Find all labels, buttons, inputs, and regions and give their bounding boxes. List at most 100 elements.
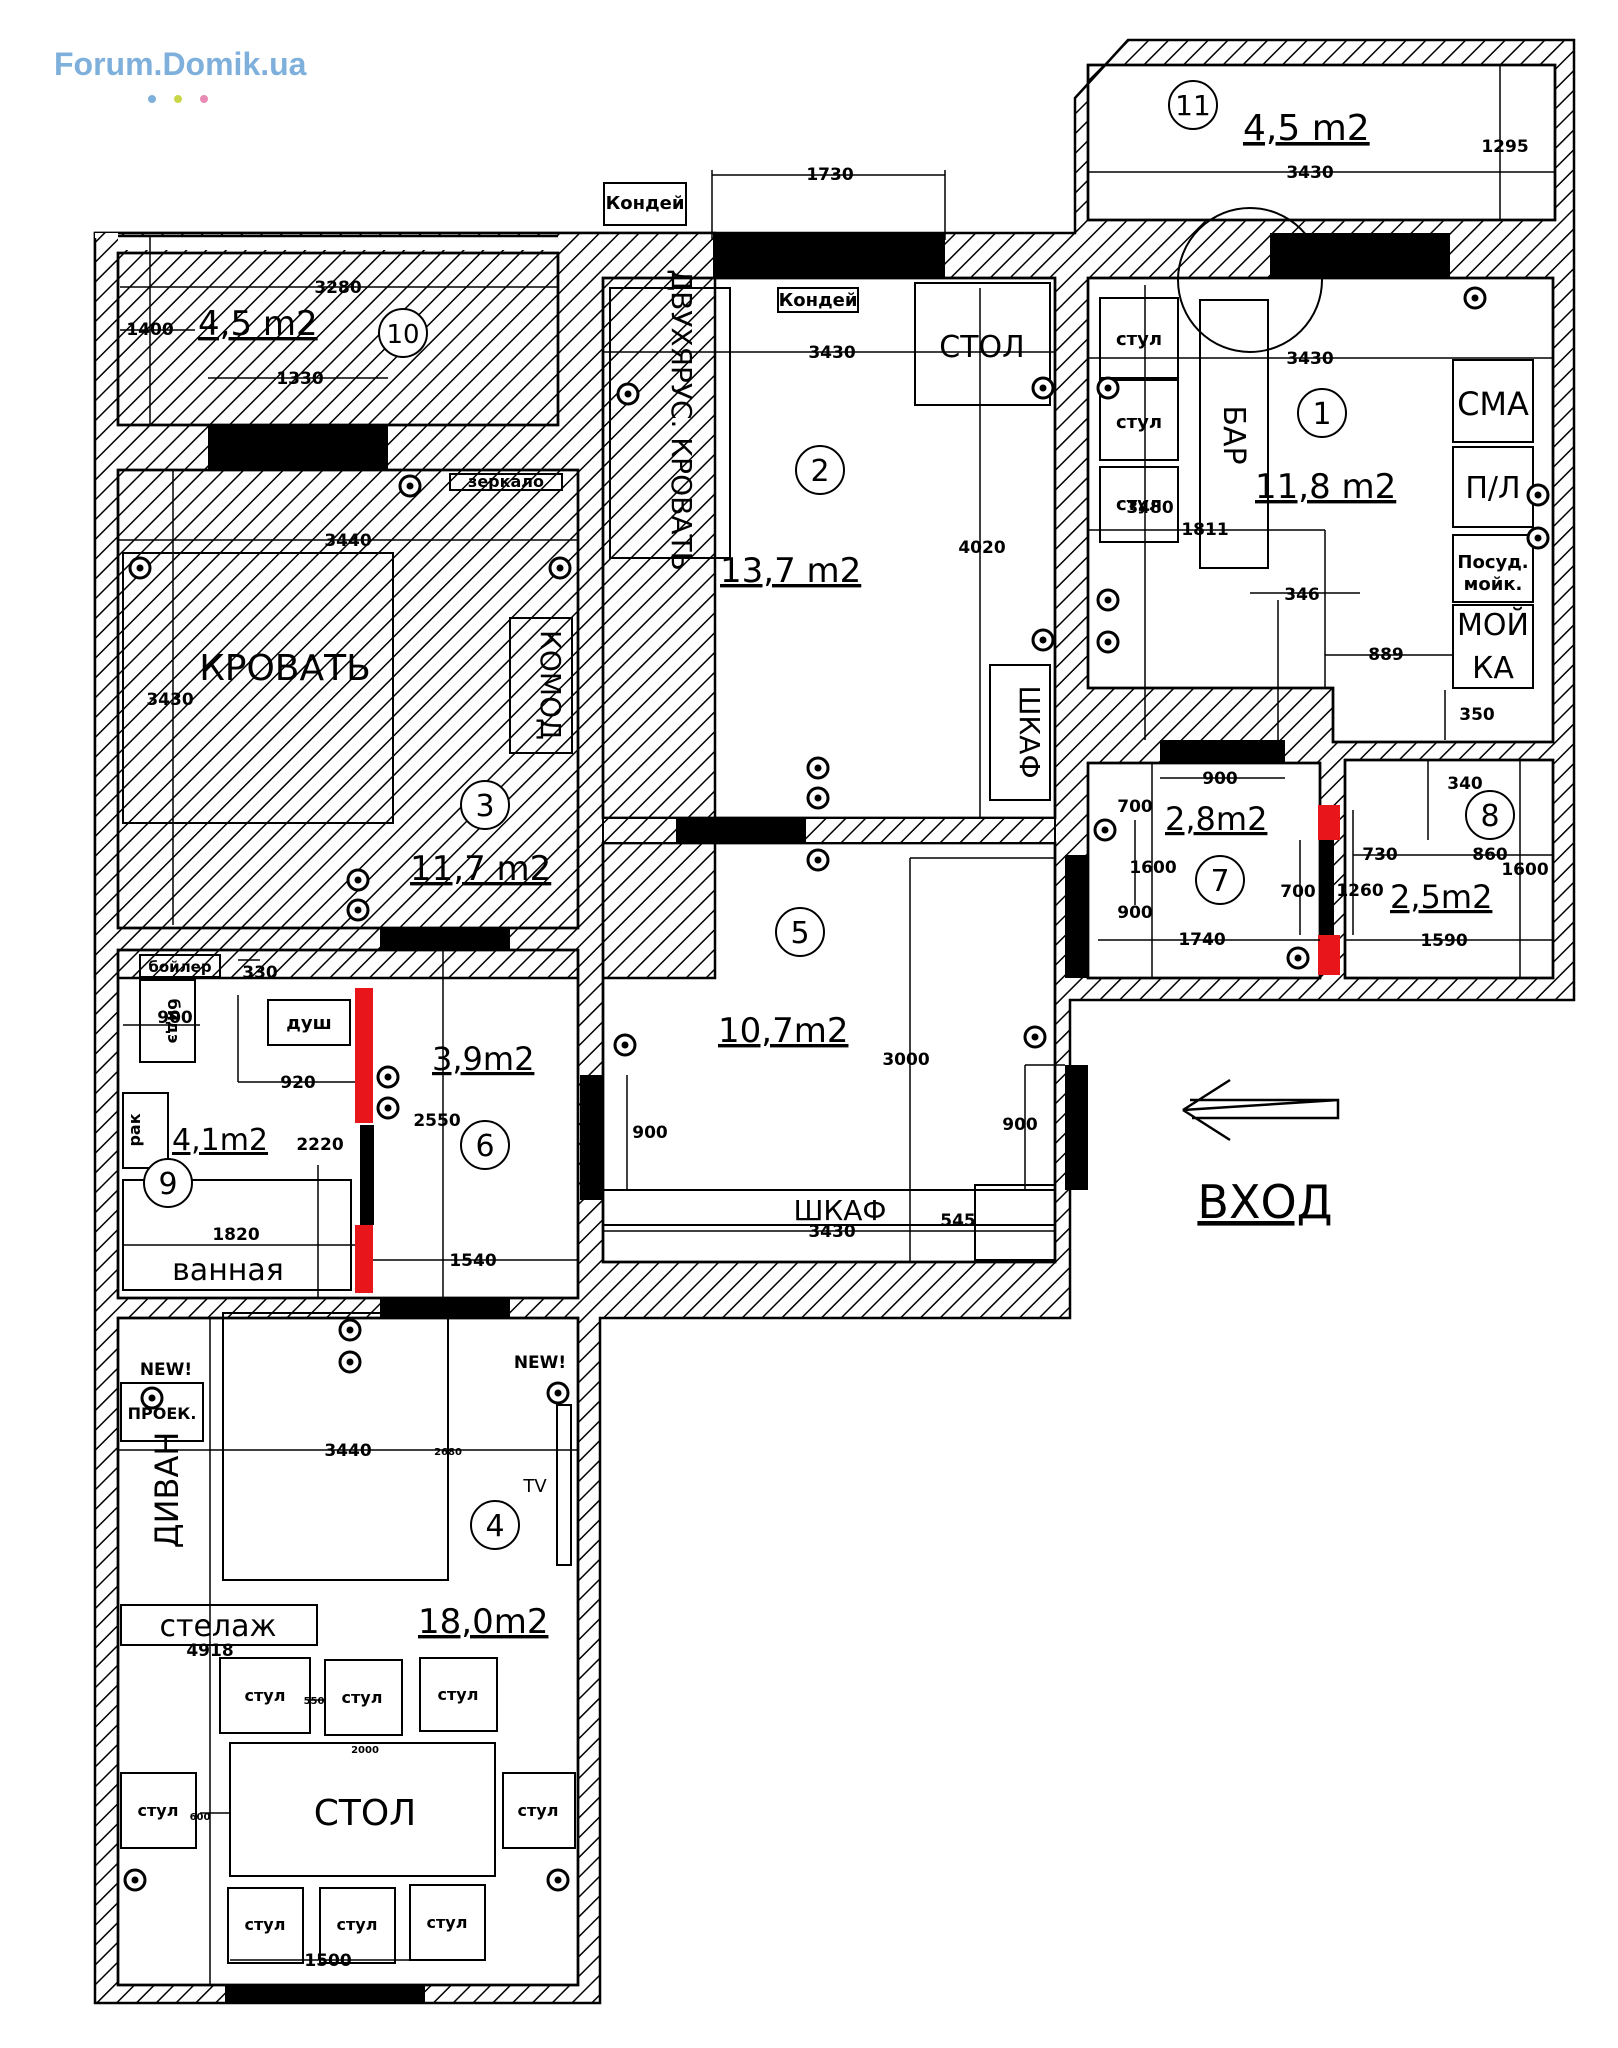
- dim-340: 340: [1447, 774, 1483, 794]
- area-room-7: 2,8m2: [1165, 800, 1267, 838]
- room-number-circles: [143, 80, 1515, 1550]
- area-room-2: 13,7 m2: [720, 551, 861, 591]
- label-stul-6: стул: [438, 1685, 479, 1704]
- dim-550: 550: [304, 1696, 325, 1707]
- dim-860: 860: [1472, 845, 1508, 865]
- dim-900-room5b: 900: [1002, 1115, 1038, 1135]
- dim-3430-room5: 3430: [808, 1222, 855, 1242]
- label-new-1: NEW!: [140, 1360, 192, 1380]
- dim-3430-room3: 3430: [146, 690, 193, 710]
- label-sma: СМА: [1457, 385, 1529, 423]
- label-moika-bottom: КА: [1472, 651, 1514, 686]
- dim-545: 545: [940, 1211, 976, 1231]
- label-new-2: NEW!: [514, 1353, 566, 1373]
- dim-1740: 1740: [1178, 930, 1225, 950]
- label-stul-3: стул: [1116, 494, 1162, 515]
- dim-3430-room1: 3430: [1286, 349, 1333, 369]
- room-number-2: 2: [810, 454, 829, 489]
- dim-3430-room11: 3430: [1286, 163, 1333, 183]
- dim-1811: 1811: [1181, 520, 1228, 540]
- label-vannaya: ванная: [172, 1253, 284, 1288]
- label-krovat: КРОВАТЬ: [199, 648, 371, 689]
- room-number-10: 10: [386, 320, 419, 350]
- dim-1295: 1295: [1481, 137, 1528, 157]
- room-number-5: 5: [790, 916, 809, 951]
- dim-1400: 1400: [126, 320, 173, 340]
- label-dush: душ: [286, 1013, 331, 1034]
- logo-dot-blue: [148, 95, 156, 103]
- label-bunk-bed: ДВУХЯРУС. КРОВАТЬ: [665, 269, 698, 571]
- room-number-7: 7: [1210, 864, 1229, 899]
- dim-2220: 2220: [296, 1135, 343, 1155]
- dim-600: 600: [190, 1812, 211, 1823]
- dim-900-room7: 900: [1202, 769, 1238, 789]
- label-posud: Посуд.: [1457, 552, 1528, 573]
- label-stul-4: стул: [245, 1686, 286, 1705]
- label-moik: мойк.: [1464, 574, 1523, 595]
- dim-1330: 1330: [276, 369, 323, 389]
- dim-2550: 2550: [413, 1111, 460, 1131]
- label-proek: ПРОЕК.: [128, 1404, 197, 1423]
- dim-700-room7: 700: [1117, 797, 1153, 817]
- dim-900-room9: 900: [157, 1008, 193, 1028]
- label-stul-7: стул: [138, 1801, 179, 1820]
- dim-1600-room8: 1600: [1501, 860, 1548, 880]
- label-komod: КОМОД: [534, 630, 567, 740]
- area-room-10: 4,5 m2: [198, 304, 318, 344]
- labels: 11 10 2 1 3 5 7 8 6 9 4 4,5 m2 4,5 m2 13…: [125, 89, 1549, 1971]
- label-zerkalo: зеркало: [468, 472, 544, 491]
- dim-2680: 2680: [434, 1447, 462, 1458]
- dim-3280: 3280: [314, 278, 361, 298]
- forum-logo: Forum.Domik.ua: [54, 46, 307, 82]
- label-stul-2: стул: [1116, 412, 1162, 433]
- dim-3440-room3: 3440: [324, 531, 371, 551]
- area-room-4: 18,0m2: [418, 1602, 548, 1642]
- dim-350: 350: [1459, 705, 1495, 725]
- label-stol-room2: СТОЛ: [939, 330, 1024, 365]
- room-number-3: 3: [475, 789, 494, 824]
- room-number-11: 11: [1175, 89, 1211, 122]
- label-stul-1: стул: [1116, 329, 1162, 350]
- area-room-11: 4,5 m2: [1243, 108, 1370, 149]
- label-pl: П/Л: [1465, 471, 1520, 506]
- dim-1540: 1540: [449, 1251, 496, 1271]
- label-rak: рак: [125, 1113, 144, 1146]
- label-stul-8: стул: [518, 1801, 559, 1820]
- area-room-5: 10,7m2: [718, 1011, 848, 1051]
- dim-4918: 4918: [186, 1641, 233, 1661]
- label-stul-10: стул: [337, 1915, 378, 1934]
- dimension-lines: [118, 65, 1555, 1985]
- dim-3430-room2: 3430: [808, 343, 855, 363]
- area-room-1: 11,8 m2: [1255, 467, 1396, 507]
- dim-346: 346: [1284, 585, 1320, 605]
- label-stelazh: стелаж: [159, 1609, 276, 1644]
- dim-3440-room4: 3440: [324, 1441, 371, 1461]
- dim-3480: 3480: [1126, 498, 1173, 518]
- dim-3000: 3000: [882, 1050, 929, 1070]
- logo-dot-yellow: [174, 95, 182, 103]
- dim-1730: 1730: [806, 165, 853, 185]
- dim-920: 920: [280, 1073, 316, 1093]
- label-stul-5: стул: [342, 1688, 383, 1707]
- label-moika-top: МОЙ: [1457, 607, 1529, 643]
- room-number-1: 1: [1312, 397, 1331, 432]
- label-shkaf-room2: ШКАФ: [1013, 685, 1046, 778]
- dim-330: 330: [242, 963, 278, 983]
- label-shkaf-room5: ШКАФ: [793, 1194, 886, 1227]
- dim-900-room5a: 900: [632, 1123, 668, 1143]
- label-kondei-inside: Кондей: [779, 290, 858, 311]
- label-stul-11: стул: [427, 1913, 468, 1932]
- label-tv: TV: [522, 1476, 547, 1497]
- room-number-6: 6: [475, 1129, 494, 1164]
- label-bar: БАР: [1216, 405, 1251, 464]
- area-room-6: 3,9m2: [432, 1040, 534, 1078]
- windows-doors: [208, 233, 1450, 2003]
- dim-4020: 4020: [958, 538, 1005, 558]
- label-kondei-outside: Кондей: [606, 193, 685, 214]
- logo-dots: [148, 88, 226, 107]
- label-stol-main: СТОЛ: [314, 1793, 417, 1834]
- dim-2000: 2000: [351, 1745, 379, 1756]
- room-number-4: 4: [485, 1509, 504, 1544]
- label-stul-9: стул: [245, 1915, 286, 1934]
- label-biede: бидэ: [164, 999, 183, 1044]
